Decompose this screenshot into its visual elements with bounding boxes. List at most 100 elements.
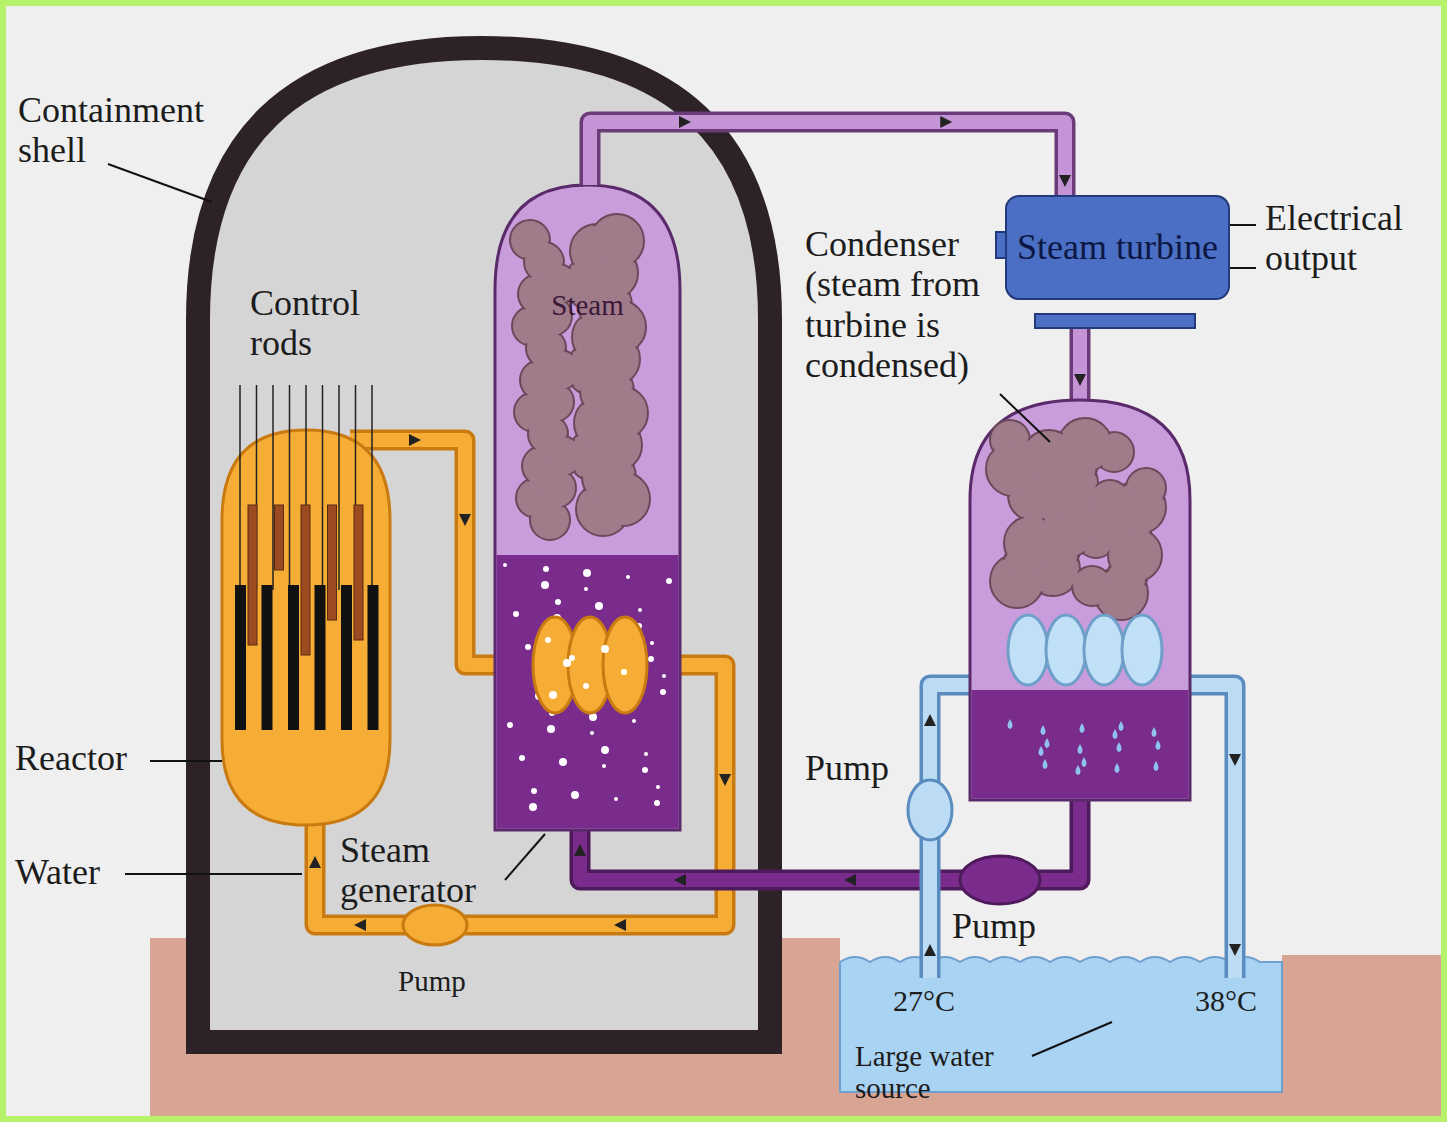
bubble	[531, 788, 537, 794]
bubble	[547, 725, 555, 733]
pipe-fill	[590, 122, 1065, 195]
cloud-puff	[538, 470, 574, 506]
containment-shell	[198, 48, 770, 1042]
droplet	[1113, 729, 1118, 739]
bubble	[507, 722, 513, 728]
part-label: Condenser (steam from turbine is condens…	[805, 224, 995, 385]
bubble	[513, 611, 519, 617]
frame	[3, 3, 1444, 1119]
bubble	[559, 758, 567, 766]
droplet	[1119, 721, 1124, 731]
droplet	[1039, 746, 1044, 756]
bubble	[503, 563, 507, 567]
part-label: Reactor	[15, 738, 150, 778]
cloud-puff	[598, 474, 648, 524]
coil-loop	[1084, 615, 1124, 685]
rod-wire	[322, 385, 324, 590]
bubble	[642, 767, 648, 773]
cloud-puff	[1006, 518, 1056, 568]
flow-arrow	[574, 844, 586, 856]
pipe	[1070, 326, 1091, 405]
generator-water	[497, 555, 679, 829]
part-label: Electrical output	[1265, 198, 1440, 279]
flow-arrow	[459, 514, 471, 526]
bubble	[666, 578, 672, 584]
fuel-rod	[341, 585, 352, 730]
cloud-puff	[596, 388, 646, 438]
part-label: Steam generator	[340, 830, 515, 911]
pump	[960, 856, 1040, 904]
condenser-vessel	[970, 400, 1190, 800]
cloud-puff	[536, 384, 572, 420]
flow-arrow	[409, 434, 421, 446]
bubble	[541, 581, 549, 589]
bubble	[569, 655, 575, 661]
rod-wire	[338, 385, 340, 590]
flow-arrow	[1074, 374, 1086, 386]
part-label: Containment shell	[18, 90, 248, 171]
temperature-label: 27°C	[893, 984, 973, 1018]
droplet	[1041, 725, 1046, 735]
droplet	[1154, 761, 1159, 771]
coil-loop	[1046, 615, 1086, 685]
bubble	[543, 566, 549, 572]
fuel-rod	[368, 585, 379, 730]
flow-arrow	[674, 874, 686, 886]
droplet	[1152, 727, 1157, 737]
bubble	[621, 669, 627, 675]
cloud-puff	[988, 444, 1038, 494]
rod-wire	[289, 385, 291, 590]
droplet	[1080, 723, 1085, 733]
fuel-rod	[262, 585, 273, 730]
flow-arrow	[1229, 944, 1241, 956]
bubble	[519, 755, 525, 761]
cloud-puff	[1110, 530, 1160, 580]
part-label: Large water source	[855, 1040, 1040, 1105]
bubble	[626, 575, 630, 579]
bubble	[584, 587, 588, 591]
coil-loop	[533, 617, 577, 713]
bubble	[571, 791, 579, 799]
flow-arrow	[940, 116, 952, 128]
bubble	[656, 785, 660, 789]
node-text: Steam	[551, 290, 624, 322]
bubble	[525, 644, 531, 650]
bubble	[614, 797, 618, 801]
flow-arrow	[719, 774, 731, 786]
bubble	[632, 719, 636, 723]
part-label: Pump	[805, 748, 905, 788]
bubble	[545, 637, 551, 643]
steam-pipe	[590, 116, 1071, 195]
coil-loop	[1008, 615, 1048, 685]
pipe-outline	[590, 122, 1065, 195]
fuel-rod	[235, 585, 246, 730]
bubble	[590, 731, 594, 735]
steam-generator: Steam	[495, 185, 680, 830]
steam-cloud	[510, 214, 650, 540]
rod-wire	[272, 385, 274, 590]
core	[235, 385, 379, 730]
node-text: Steam turbine	[1017, 228, 1218, 268]
bubble	[638, 608, 642, 612]
bubble	[583, 569, 591, 577]
part-label: Water	[15, 852, 125, 892]
leader-line	[1032, 1022, 1112, 1056]
bubble	[583, 683, 589, 689]
droplet	[1043, 759, 1048, 769]
leader-line	[1000, 394, 1050, 442]
fuel-rod	[315, 585, 326, 730]
steam-cloud	[986, 418, 1166, 620]
flow-arrow	[614, 919, 626, 931]
rod-wire	[371, 385, 373, 590]
condenser-coil	[1008, 615, 1162, 685]
flow-arrow	[924, 714, 936, 726]
flow-arrow	[924, 944, 936, 956]
flow-arrow	[1229, 754, 1241, 766]
pump	[403, 905, 467, 945]
pipe	[1073, 326, 1087, 405]
control-rod	[328, 505, 337, 620]
coil-loop	[603, 617, 647, 713]
